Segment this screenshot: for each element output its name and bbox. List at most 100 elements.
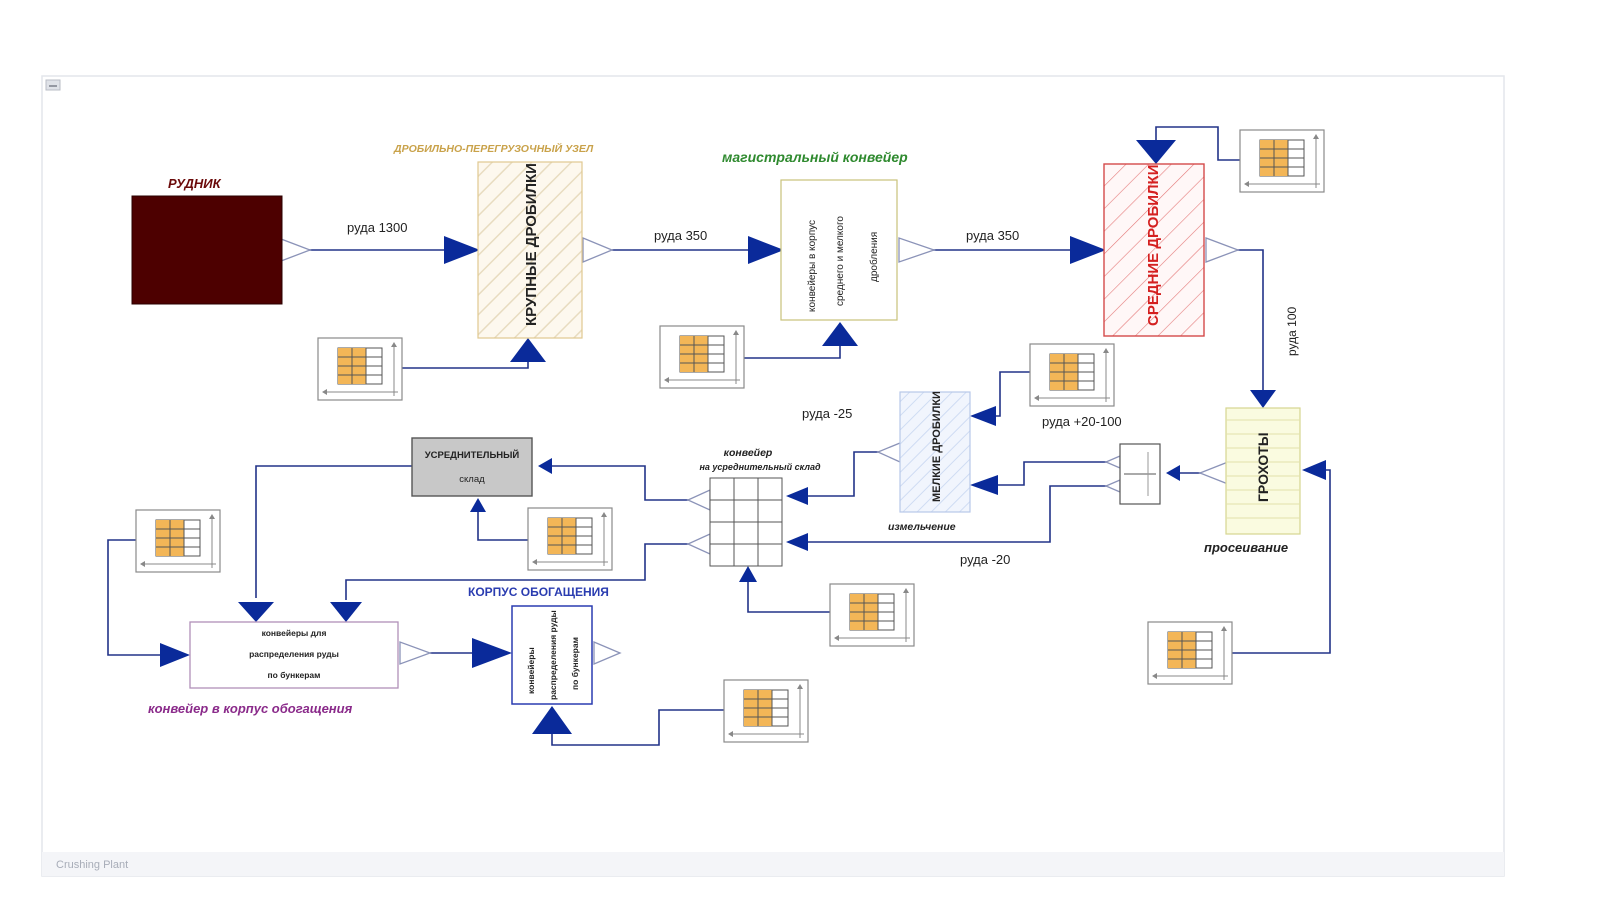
- flow-ruda-minus20: руда -20: [960, 552, 1010, 567]
- flow-ruda-350-b: руда 350: [966, 228, 1019, 243]
- grinding-label: измельчение: [888, 521, 956, 533]
- flow-ruda-350-a: руда 350: [654, 228, 707, 243]
- arrowheads: [160, 140, 1326, 734]
- line-feedback-medium: [1155, 126, 1240, 161]
- flow-ruda-100: руда 100: [1285, 307, 1299, 356]
- screening-label: просеивание: [1204, 540, 1288, 555]
- arrow-feedback-medium: [1136, 140, 1176, 164]
- arrow-table-collector: [739, 566, 757, 582]
- arrow-distrib-bunker: [472, 638, 512, 668]
- line-table-averaging: [477, 512, 528, 541]
- coarse-crushers-label: КРУПНЫЕ ДРОБИЛКИ: [523, 163, 540, 326]
- arrow-averaging-distrib: [238, 602, 274, 622]
- rudnik-block[interactable]: [131, 195, 283, 305]
- output-ports: [280, 237, 1240, 665]
- collector-grid-block[interactable]: [709, 477, 783, 567]
- table-icon[interactable]: [1029, 343, 1115, 407]
- bunker-block[interactable]: [511, 605, 593, 705]
- port-bunker: [593, 641, 622, 665]
- port-medium: [1205, 237, 1240, 263]
- line-splitter-collector: [808, 485, 1108, 543]
- arrow-splitter-collector: [786, 533, 808, 551]
- fine-crushers-block[interactable]: [899, 391, 971, 513]
- arrow-screens-splitter: [1166, 465, 1180, 481]
- conveyor-to-building-block[interactable]: [780, 179, 898, 321]
- arrow-into-averaging: [538, 458, 552, 474]
- arrow-table-coarse: [510, 338, 546, 362]
- port-conveyor: [898, 237, 937, 263]
- bunker-line2: распределения руды: [548, 610, 558, 700]
- arrow-table-bunker: [532, 706, 572, 734]
- table-icon[interactable]: [829, 583, 915, 647]
- distributor-line2: распределения руды: [249, 649, 339, 659]
- zone-crushing-label: ДРОБИЛЬНО-ПЕРЕГРУЗОЧНЫЙ УЗЕЛ: [393, 142, 594, 155]
- arrow-into-screens: [1250, 390, 1276, 408]
- coarse-crushers-block[interactable]: [477, 161, 583, 339]
- arrow-table-distrib: [160, 643, 190, 667]
- arrow-into-medium: [1070, 236, 1106, 264]
- zone-main-conveyor-label: магистральный конвейер: [722, 149, 908, 165]
- conveyor-enrich-label: конвейер в корпус обогащения: [148, 701, 353, 716]
- port-coarse: [582, 237, 614, 263]
- status-text: Crushing Plant: [56, 859, 128, 871]
- arrow-table-screens: [1302, 460, 1326, 480]
- bunker-line3: по бункерам: [570, 637, 580, 690]
- table-icon[interactable]: [135, 509, 221, 573]
- conveyor-stock-line1: конвейер: [724, 447, 773, 459]
- line-collector-averaging: [552, 465, 690, 501]
- table-icon[interactable]: [1239, 129, 1325, 193]
- line-medium-screens: [1236, 249, 1264, 392]
- flow-ruda-1300: руда 1300: [347, 220, 408, 235]
- line-table-collector: [747, 582, 830, 613]
- arrow-into-coarse: [444, 236, 480, 264]
- table-icon[interactable]: [659, 325, 745, 389]
- arrow-table-conveyor: [822, 322, 858, 346]
- line-averaging-distrib: [255, 465, 412, 598]
- line-fine-collector: [808, 451, 882, 497]
- table-icons: [135, 129, 1325, 743]
- averaging-line2: склад: [459, 474, 485, 485]
- fine-crushers-label: МЕЛКИЕ ДРОБИЛКИ: [931, 391, 943, 502]
- line-table-distrib: [107, 539, 160, 656]
- medium-crushers-block[interactable]: [1103, 163, 1205, 337]
- line-table-fine: [996, 371, 1030, 417]
- distributor-line1: конвейеры для: [262, 628, 327, 638]
- conveyor-building-line2: среднего и мелкого: [835, 216, 846, 306]
- enrichment-building-label: КОРПУС ОБОГАЩЕНИЯ: [468, 585, 609, 599]
- line-table-conveyor: [742, 346, 841, 359]
- bunker-line1: конвейеры: [526, 647, 536, 694]
- arrow-collector-distrib: [330, 602, 362, 622]
- arrow-fine-collector: [786, 487, 808, 505]
- line-splitter-fine: [998, 461, 1108, 486]
- table-icon[interactable]: [527, 507, 613, 571]
- averaging-line1: УСРЕДНИТЕЛЬНЫЙ: [425, 449, 520, 461]
- line-table-coarse: [402, 362, 529, 369]
- table-icon[interactable]: [723, 679, 809, 743]
- medium-crushers-label: СРЕДНИЕ ДРОБИЛКИ: [1145, 165, 1162, 327]
- table-icon[interactable]: [1147, 621, 1233, 685]
- distributor-line3: по бункерам: [268, 670, 321, 680]
- conveyor-building-line3: дробления: [868, 232, 880, 282]
- arrow-table-averaging: [470, 498, 486, 512]
- line-collector-distrib: [345, 543, 690, 600]
- averaging-storage-block[interactable]: [411, 437, 533, 497]
- splitter-block[interactable]: [1119, 443, 1161, 505]
- screens-label: ГРОХОТЫ: [1255, 432, 1271, 502]
- line-table-screens: [1230, 469, 1331, 654]
- screens-block[interactable]: [1225, 407, 1301, 535]
- connector-lines: [107, 126, 1331, 746]
- distributor-block[interactable]: [189, 621, 399, 689]
- rudnik-label: РУДНИК: [168, 176, 222, 191]
- arrow-table-fine: [970, 406, 996, 426]
- flow-ruda-minus25: руда -25: [802, 406, 852, 421]
- table-icon[interactable]: [317, 337, 403, 401]
- flow-ruda-20-100: руда +20-100: [1042, 414, 1122, 429]
- port-distrib: [399, 641, 432, 665]
- window-minimize-icon[interactable]: [45, 79, 61, 91]
- arrow-splitter-fine: [970, 475, 998, 495]
- line-table-bunker: [551, 709, 724, 746]
- conveyor-stock-line2: на усреднительный склад: [699, 462, 821, 472]
- status-bar: [42, 852, 1504, 876]
- arrow-into-conveyor: [748, 236, 784, 264]
